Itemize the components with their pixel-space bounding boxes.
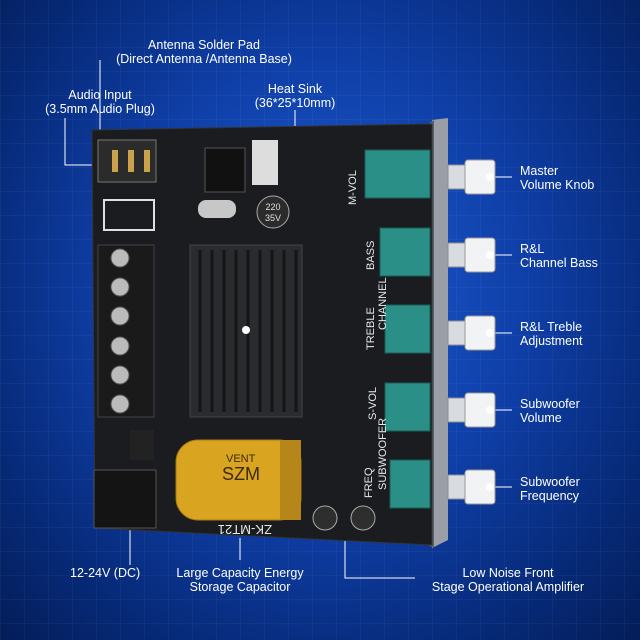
label-subvol-line1: Subwoofer	[520, 397, 580, 411]
silk-channel: CHANNEL	[377, 277, 389, 330]
cap-vent: VENT	[226, 453, 256, 465]
label-bass-line1: R&L	[520, 242, 545, 256]
label-audio-line1: Audio Input	[68, 88, 132, 102]
label-heatsink-line2: (36*25*10mm)	[254, 96, 336, 110]
silk-bass: BASS	[365, 241, 377, 270]
label-capacitor-line2: Storage Capacitor	[189, 580, 291, 594]
potentiometers	[364, 149, 431, 509]
label-subfreq-line1: Subwoofer	[520, 475, 580, 489]
label-heatsink: Heat Sink (36*25*10mm)	[250, 82, 340, 110]
label-capacitor: Large Capacity Energy Storage Capacitor	[165, 566, 315, 594]
label-heatsink-line1: Heat Sink	[267, 82, 323, 96]
label-capacitor-line1: Large Capacity Energy	[176, 566, 304, 580]
label-subvol: Subwoofer Volume	[520, 397, 580, 425]
label-subfreq-line2: Frequency	[520, 489, 580, 503]
label-master-line2: Volume Knob	[520, 178, 595, 192]
label-master-line1: Master	[520, 164, 559, 178]
label-opamp-line1: Low Noise Front	[462, 566, 554, 580]
label-opamp: Low Noise Front Stage Operational Amplif…	[418, 566, 598, 594]
label-treble: R&L Treble Adjustment	[520, 320, 583, 348]
label-bass-line2: Channel Bass	[520, 256, 598, 270]
label-antenna-line1: Antenna Solder Pad	[148, 38, 260, 52]
label-subvol-line2: Volume	[520, 411, 562, 425]
label-audio: Audio Input (3.5mm Audio Plug)	[35, 88, 165, 116]
label-treble-line1: R&L Treble	[520, 320, 583, 334]
label-opamp-line2: Stage Operational Amplifier	[431, 580, 585, 594]
label-audio-line2: (3.5mm Audio Plug)	[45, 102, 155, 116]
silk-model: ZK-MT21	[218, 522, 272, 537]
label-master: Master Volume Knob	[520, 164, 594, 192]
label-power: 12-24V (DC)	[70, 566, 140, 580]
cap-brand: SZM	[222, 464, 260, 484]
label-antenna-line2: (Direct Antenna /Antenna Base)	[116, 52, 292, 66]
label-antenna: Antenna Solder Pad (Direct Antenna /Ante…	[102, 38, 306, 66]
label-treble-line2: Adjustment	[520, 334, 583, 348]
silk-mvol: M-VOL	[347, 170, 359, 205]
silk-subwoofer: SUBWOOFER	[377, 418, 389, 490]
label-bass: R&L Channel Bass	[520, 242, 598, 270]
silk-freq: FREQ	[363, 467, 375, 498]
small-cap-text-1: 220	[265, 202, 280, 212]
silk-svol: S-VOL	[367, 387, 379, 420]
small-cap-text-2: 35V	[265, 213, 281, 223]
silk-treble: TREBLE	[365, 307, 377, 350]
label-subfreq: Subwoofer Frequency	[520, 475, 580, 503]
label-power-line1: 12-24V (DC)	[70, 566, 141, 580]
